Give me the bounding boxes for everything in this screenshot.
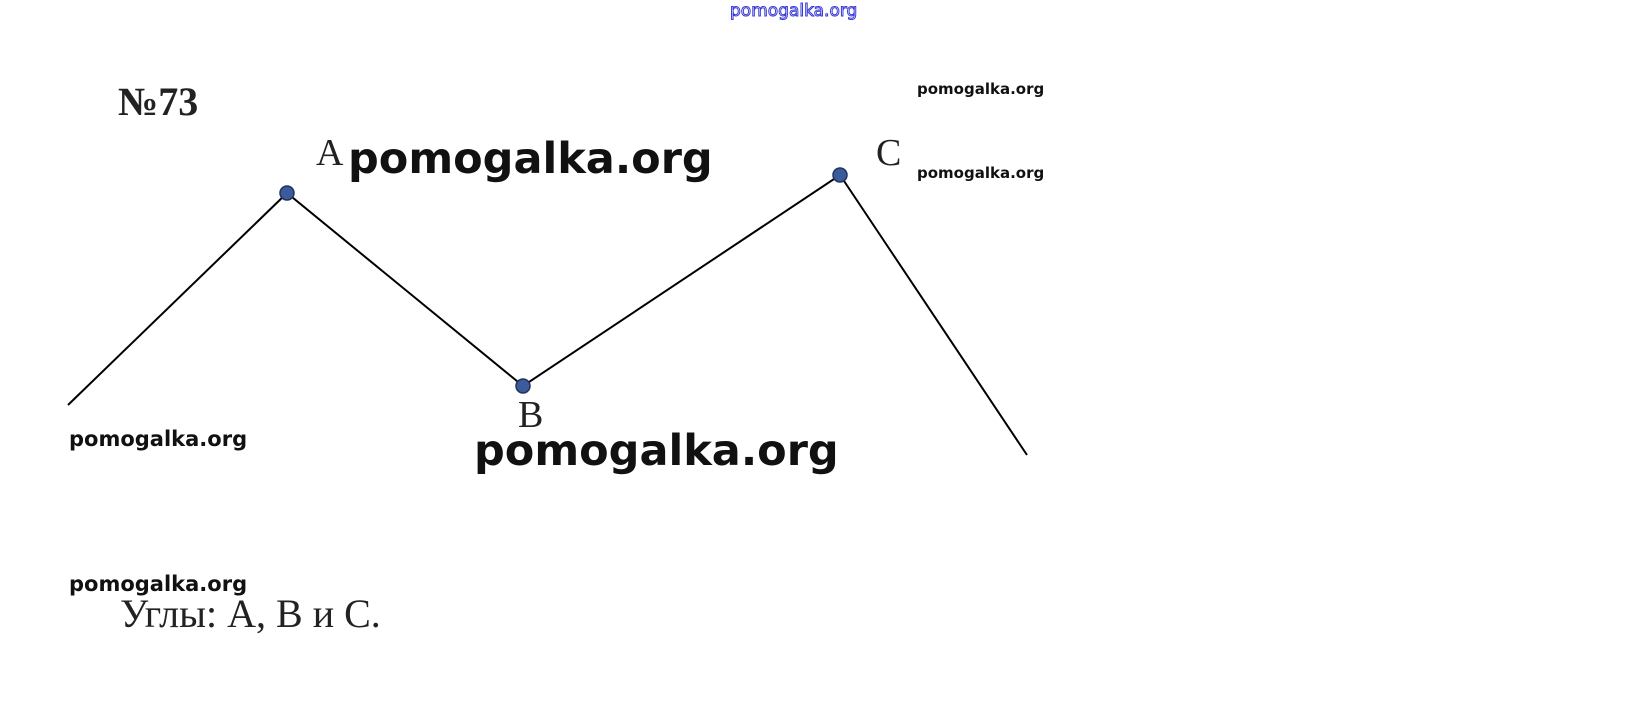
watermark-left-mid: pomogalka.org bbox=[69, 427, 248, 451]
point-b-marker bbox=[515, 378, 531, 394]
watermark-near-b: pomogalka.org bbox=[474, 426, 839, 476]
watermark-top: pomogalka.org bbox=[729, 1, 858, 21]
watermark-left-bottom: pomogalka.org bbox=[69, 572, 248, 596]
watermark-right-2: pomogalka.org bbox=[917, 164, 1045, 182]
point-b-label: B bbox=[518, 394, 544, 436]
watermark-near-a: pomogalka.org bbox=[348, 134, 713, 184]
problem-number: №73 bbox=[118, 79, 199, 124]
point-c-marker bbox=[832, 167, 848, 183]
answer-text: Углы: A, B и C. bbox=[120, 591, 381, 636]
point-a-label: A bbox=[316, 132, 344, 174]
point-a-marker bbox=[279, 185, 295, 201]
broken-line bbox=[67, 173, 1028, 456]
point-c-label: C bbox=[876, 132, 902, 174]
watermark-right-1: pomogalka.org bbox=[917, 80, 1045, 98]
